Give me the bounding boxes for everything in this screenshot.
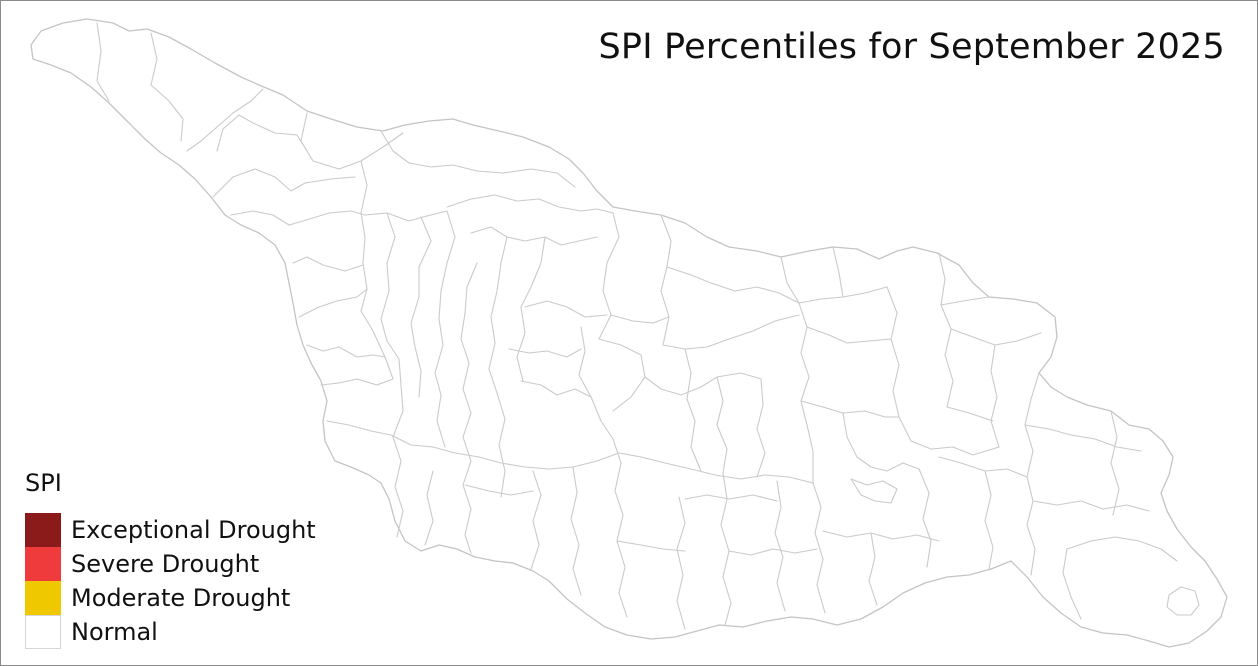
legend-item-severe-drought: Severe Drought xyxy=(25,547,316,581)
district-boundary xyxy=(464,484,534,496)
district-boundary xyxy=(1166,586,1200,616)
district-boundary xyxy=(488,236,508,394)
district-boundary xyxy=(530,470,542,570)
district-boundary xyxy=(298,288,368,318)
district-boundary xyxy=(470,226,598,246)
district-boundary xyxy=(756,378,766,478)
district-boundary xyxy=(940,296,990,306)
legend-label: Normal xyxy=(71,618,158,646)
district-boundary xyxy=(326,420,574,470)
district-boundary xyxy=(868,532,878,606)
district-boundary xyxy=(508,348,582,358)
district-boundary xyxy=(1110,410,1120,516)
district-boundary xyxy=(812,482,826,614)
legend-label: Exceptional Drought xyxy=(71,516,316,544)
district-boundary xyxy=(320,378,394,386)
legend-swatch xyxy=(25,581,61,615)
legend-swatch xyxy=(25,513,61,547)
district-boundary xyxy=(684,348,702,472)
district-boundary xyxy=(684,494,778,502)
district-boundary xyxy=(918,468,932,568)
district-boundary xyxy=(578,326,614,440)
district-boundary xyxy=(230,210,366,226)
map-title: SPI Percentiles for September 2025 xyxy=(598,27,1225,67)
district-boundary xyxy=(1066,536,1178,562)
district-boundary xyxy=(728,548,818,556)
district-boundary xyxy=(424,470,434,546)
district-boundary xyxy=(392,384,404,538)
district-boundary xyxy=(806,326,892,344)
legend-swatch xyxy=(25,547,61,581)
district-boundary xyxy=(410,216,432,398)
district-boundary xyxy=(832,246,844,298)
legend-item-normal: Normal xyxy=(25,615,316,649)
district-boundary xyxy=(434,210,456,396)
legend-item-exceptional-drought: Exceptional Drought xyxy=(25,513,316,547)
district-boundary xyxy=(990,344,1000,448)
district-boundary xyxy=(644,372,762,396)
district-boundary xyxy=(186,88,264,152)
district-boundary xyxy=(520,380,592,398)
district-boundary xyxy=(380,130,576,188)
district-boundary xyxy=(212,168,356,198)
district-boundary xyxy=(780,256,888,304)
district-boundary xyxy=(1026,476,1036,576)
legend-item-moderate-drought: Moderate Drought xyxy=(25,581,316,615)
district-boundary xyxy=(496,392,506,498)
district-boundary xyxy=(610,314,670,324)
district-boundary xyxy=(946,406,994,422)
legend-label: Moderate Drought xyxy=(71,584,291,612)
district-boundary xyxy=(436,394,446,448)
district-boundary xyxy=(462,388,472,554)
district-boundary xyxy=(612,438,628,618)
district-boundary xyxy=(572,452,814,484)
district-boundary xyxy=(666,266,800,304)
district-boundary xyxy=(150,32,184,142)
district-boundary xyxy=(616,540,686,552)
district-boundary xyxy=(898,416,1000,456)
legend-swatch xyxy=(25,615,61,649)
district-boundary xyxy=(292,256,364,272)
district-boundary xyxy=(598,212,620,340)
district-boundary xyxy=(216,114,308,152)
legend: SPI Exceptional Drought Severe Drought M… xyxy=(25,467,316,649)
legend-label: Severe Drought xyxy=(71,550,260,578)
district-boundary xyxy=(984,470,994,570)
district-boundary xyxy=(446,194,614,214)
district-boundary xyxy=(676,496,686,630)
district-boundary xyxy=(822,530,940,542)
legend-title: SPI xyxy=(25,469,62,497)
district-boundary xyxy=(774,480,786,612)
district-boundary xyxy=(886,286,900,418)
district-boundary xyxy=(806,424,814,484)
district-boundary xyxy=(524,300,608,318)
district-boundary xyxy=(380,212,402,386)
district-boundary xyxy=(300,112,404,170)
district-boundary xyxy=(660,214,672,346)
district-boundary xyxy=(798,302,810,426)
district-boundary xyxy=(598,338,646,412)
district-boundary xyxy=(570,466,582,596)
district-boundary xyxy=(842,412,920,472)
district-boundary xyxy=(364,210,448,222)
district-boundary xyxy=(850,478,898,504)
district-boundary xyxy=(96,22,110,102)
district-boundary xyxy=(800,400,900,418)
district-boundary xyxy=(306,344,386,358)
district-boundary xyxy=(1032,500,1150,512)
district-boundary xyxy=(460,262,478,390)
district-boundary xyxy=(516,236,546,382)
district-boundary xyxy=(1024,424,1142,452)
district-boundary xyxy=(1062,548,1082,620)
district-boundary xyxy=(716,376,728,474)
district-boundary xyxy=(360,160,394,380)
